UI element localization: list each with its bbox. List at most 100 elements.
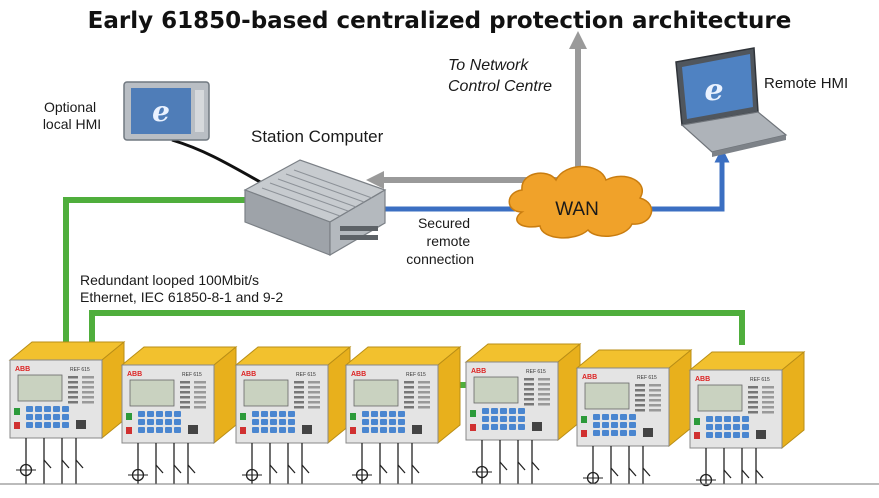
ied-key: [53, 414, 60, 420]
secured-remote-connection: [370, 147, 730, 217]
ied-lcd: [697, 384, 743, 412]
ied-key: [252, 419, 259, 425]
ied-unit: ABB REF 615: [8, 340, 126, 484]
ied-ready-led: [126, 413, 132, 420]
ied-lcd: [243, 379, 289, 407]
ied-key: [252, 411, 259, 417]
ied-model-label: REF 615: [70, 367, 90, 373]
ied-key: [629, 430, 636, 436]
ie-logo-icon: e: [152, 95, 170, 128]
ied-key: [602, 422, 609, 428]
remote-hmi-label: Remote HMI: [764, 75, 848, 92]
secured-connection-label: Secured remote connection: [406, 215, 474, 267]
ied-key: [500, 416, 507, 422]
ied-brand-label: ABB: [695, 376, 710, 383]
diagram-title: Early 61850-based centralized protection…: [87, 8, 792, 34]
ied-model-label: REF 615: [182, 372, 202, 378]
ied-brand-label: ABB: [15, 366, 30, 373]
ied-brand-label: ABB: [471, 368, 486, 375]
ied-key: [279, 419, 286, 425]
ied-lcd: [17, 374, 63, 402]
ied-key: [742, 432, 749, 438]
ied-lcd: [129, 379, 175, 407]
ied-key: [602, 414, 609, 420]
ied-key: [138, 419, 145, 425]
ied-key: [620, 422, 627, 428]
ied-key: [518, 424, 525, 430]
ied-key: [53, 406, 60, 412]
ied-key: [380, 411, 387, 417]
ied-alarm-led: [694, 432, 700, 439]
station-computer-label: Station Computer: [251, 127, 384, 146]
ied-key: [44, 414, 51, 420]
ied-lcd: [353, 379, 399, 407]
station-computer: [243, 159, 387, 257]
ied-key: [482, 408, 489, 414]
ied-key: [706, 432, 713, 438]
ied-key: [165, 419, 172, 425]
ied-brand-label: ABB: [241, 371, 256, 378]
ied-ready-led: [470, 410, 476, 417]
ied-key: [53, 422, 60, 428]
ied-key: [174, 419, 181, 425]
ied-key: [593, 430, 600, 436]
ied-key: [261, 427, 268, 433]
ied-key: [44, 406, 51, 412]
ied-model-label: REF 615: [637, 375, 657, 381]
ied-alarm-led: [14, 422, 20, 429]
ied-key: [398, 419, 405, 425]
ied-key: [602, 430, 609, 436]
ied-key: [715, 432, 722, 438]
ied-ready-led: [581, 416, 587, 423]
ied-key: [26, 414, 33, 420]
ied-key: [174, 427, 181, 433]
ied-key: [165, 427, 172, 433]
ied-key: [742, 416, 749, 422]
ied-key: [156, 411, 163, 417]
ied-key: [288, 419, 295, 425]
ied-key: [620, 430, 627, 436]
ied-key: [288, 427, 295, 433]
ied-key: [138, 427, 145, 433]
ie-logo-icon: e: [704, 73, 723, 108]
ied-key: [62, 422, 69, 428]
ied-ready-led: [350, 413, 356, 420]
ied-key: [509, 424, 516, 430]
ied-key: [593, 422, 600, 428]
ied-alarm-led: [470, 424, 476, 431]
ied-key: [362, 411, 369, 417]
ied-key: [706, 424, 713, 430]
ied-key: [62, 406, 69, 412]
ied-key: [482, 424, 489, 430]
ied-lcd: [584, 382, 630, 410]
ied-model-label: REF 615: [526, 369, 546, 375]
ied-ready-led: [14, 408, 20, 415]
wan-label: WAN: [555, 199, 599, 220]
ied-key: [389, 411, 396, 417]
ied-key: [491, 408, 498, 414]
ied-key: [389, 419, 396, 425]
ied-key: [715, 416, 722, 422]
ied-key: [362, 427, 369, 433]
ied-lcd: [473, 376, 519, 404]
ied-key: [482, 416, 489, 422]
wan-cloud: [508, 165, 653, 239]
ied-key: [629, 414, 636, 420]
ied-key: [380, 427, 387, 433]
ied-key: [165, 411, 172, 417]
ied-key: [174, 411, 181, 417]
ethernet-label: Redundant looped 100Mbit/s Ethernet, IEC…: [80, 272, 283, 305]
ied-key: [138, 411, 145, 417]
ied-key: [44, 422, 51, 428]
ied-key: [35, 406, 42, 412]
ied-key: [147, 419, 154, 425]
ied-key: [733, 432, 740, 438]
ied-key: [611, 422, 618, 428]
ied-key: [26, 422, 33, 428]
local-hmi-panel: e: [123, 81, 210, 141]
